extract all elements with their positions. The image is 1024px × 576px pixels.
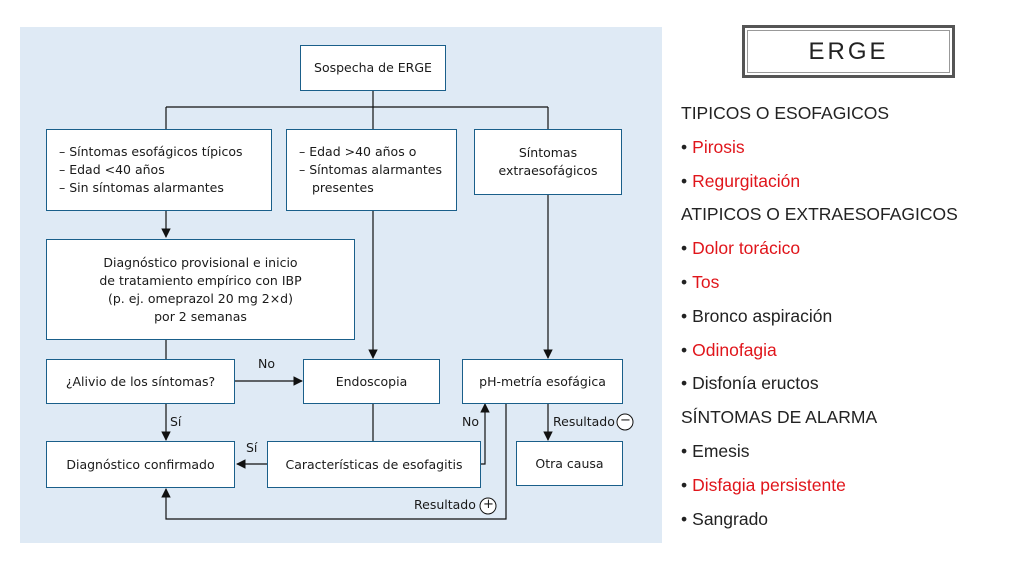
- list-item-text: TIPICOS O ESOFAGICOS: [681, 103, 890, 123]
- node-typical-symptoms: – Síntomas esofágicos típicos – Edad <40…: [46, 129, 272, 211]
- result-positive-circle: [479, 497, 497, 515]
- label-si-esophagitis: Sí: [246, 440, 258, 455]
- list-heading: TIPICOS O ESOFAGICOS: [681, 97, 1011, 131]
- list-item-text: Dolor torácico: [692, 238, 801, 259]
- list-item: •Emesis: [681, 435, 1011, 469]
- bullet-icon: •: [681, 474, 688, 495]
- list-item: •Regurgitación: [681, 165, 1011, 199]
- arrow-esophagitis-phmetry: [480, 403, 490, 465]
- label-result-positive: Resultado: [414, 497, 476, 512]
- label-result-negative: Resultado: [553, 414, 615, 429]
- node-other-cause: Otra causa: [516, 441, 623, 486]
- label-no-relief: No: [258, 356, 275, 371]
- bullet-icon: •: [681, 440, 688, 461]
- list-item-text: Pirosis: [692, 136, 745, 157]
- node-suspicion: Sospecha de ERGE: [300, 45, 446, 91]
- node-relief-question: ¿Alivio de los síntomas?: [46, 359, 235, 404]
- label-si-relief: Sí: [170, 414, 182, 429]
- slide-title: ERGE: [742, 25, 955, 78]
- minus-sign: −: [620, 413, 631, 428]
- list-item-text: Tos: [692, 271, 720, 292]
- bullet-icon: •: [681, 238, 688, 259]
- bullet-icon: •: [681, 339, 688, 360]
- node-provisional-treatment: Diagnóstico provisional e inicio de trat…: [46, 239, 355, 340]
- node-older-or-alarm: – Edad >40 años o – Síntomas alarmantes …: [286, 129, 457, 211]
- arrow-phmetry-confirmed: [161, 404, 507, 520]
- list-item: •Disfonía eructos: [681, 367, 1011, 401]
- bullet-icon: •: [681, 305, 688, 326]
- list-item-text: Disfonía eructos: [692, 373, 819, 394]
- list-item: •Tos: [681, 266, 1011, 300]
- node-diagnosis-confirmed: Diagnóstico confirmado: [46, 441, 235, 488]
- list-heading: SÍNTOMAS DE ALARMA: [681, 401, 1011, 435]
- label-no-esophagitis: No: [462, 414, 479, 429]
- list-item-text: Odinofagia: [692, 339, 777, 360]
- bullet-icon: •: [681, 508, 688, 529]
- list-heading: ATIPICOS O EXTRAESOFAGICOS: [681, 198, 1011, 232]
- list-item-text: SÍNTOMAS DE ALARMA: [681, 407, 878, 428]
- list-item-text: ATIPICOS O EXTRAESOFAGICOS: [681, 204, 958, 225]
- bullet-icon: •: [681, 136, 688, 157]
- node-endoscopy: Endoscopia: [303, 359, 440, 404]
- list-item-text: Bronco aspiración: [692, 305, 833, 326]
- list-item: •Dolor torácico: [681, 232, 1011, 266]
- symptom-list: TIPICOS O ESOFAGICOS •Pirosis•Regurgitac…: [681, 97, 1011, 536]
- list-item: •Sangrado: [681, 503, 1011, 537]
- list-item-text: Regurgitación: [692, 170, 801, 191]
- result-negative-circle: [616, 413, 634, 431]
- bullet-icon: •: [681, 271, 688, 292]
- list-item-text: Emesis: [692, 440, 750, 461]
- list-item: •Bronco aspiración: [681, 300, 1011, 334]
- node-esophagitis-features: Características de esofagitis: [267, 441, 481, 488]
- list-item-text: Sangrado: [692, 508, 769, 529]
- node-ph-metry: pH-metría esofágica: [462, 359, 623, 404]
- bullet-icon: •: [681, 170, 688, 191]
- list-item-text: Disfagia persistente: [692, 474, 846, 495]
- plus-sign: +: [483, 497, 494, 512]
- list-item: •Odinofagia: [681, 334, 1011, 368]
- list-item: •Disfagia persistente: [681, 469, 1011, 503]
- bullet-icon: •: [681, 373, 688, 394]
- node-extraesophageal: Síntomas extraesofágicos: [474, 129, 622, 195]
- slide-title-text: ERGE: [808, 37, 889, 65]
- list-item: •Pirosis: [681, 131, 1011, 165]
